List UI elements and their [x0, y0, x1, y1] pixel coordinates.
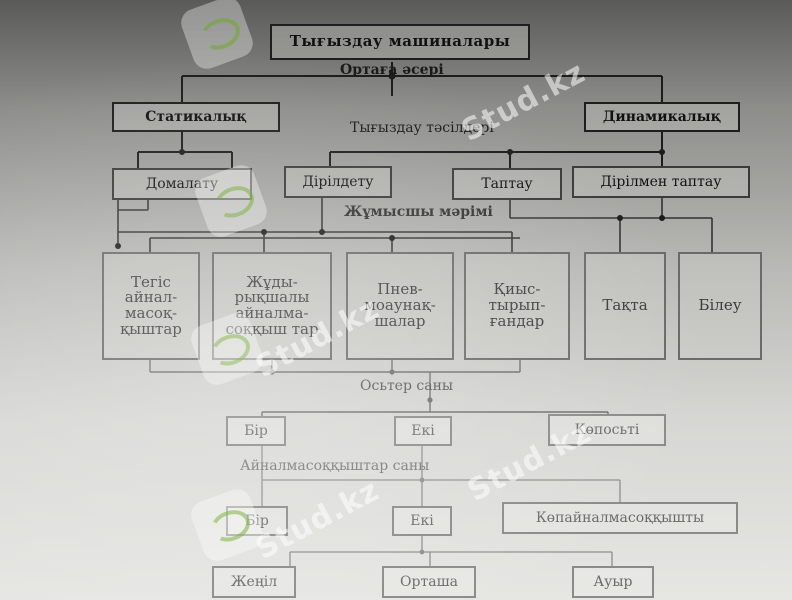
diagram-title: Тығыздау машиналары: [289, 32, 511, 51]
box-weight-medium-label: Орташа: [400, 573, 458, 590]
box-weight-heavy: Ауыр: [572, 566, 654, 598]
box-vibro-tamping: Дірілмен таптау: [572, 166, 750, 198]
label-medium-effect: Ортаға әсері: [340, 62, 444, 78]
box-pneumatic-rollers: Пнев-моаунақ-шалар: [346, 252, 454, 360]
box-smooth-rollers-label: Тегіс айнал-масоқ-қыштар: [120, 272, 182, 338]
box-grid-rollers: Қиыс-тырып-ғандар: [464, 252, 570, 360]
box-beam: Білеу: [678, 252, 762, 360]
box-weight-heavy-label: Ауыр: [593, 573, 633, 590]
box-static-label: Статикалық: [145, 108, 247, 125]
label-axle-count: Осьтер саны: [360, 378, 454, 394]
box-plate: Тақта: [584, 252, 666, 360]
box-dynamic-label: Динамикалық: [602, 108, 722, 125]
box-vibro-tamping-label: Дірілмен таптау: [600, 173, 722, 190]
label-roller-count: Айналмасоққыштар саны: [240, 458, 430, 474]
box-weight-light: Жеңіл: [212, 566, 296, 598]
box-tamping: Таптау: [452, 168, 562, 200]
box-vibrating-label: Дірілдету: [302, 173, 374, 190]
label-working-organ: Жұмысшы мәрімі: [344, 204, 493, 220]
box-grid-rollers-label: Қиыс-тырып-ғандар: [488, 280, 546, 330]
box-cam-rollers-label: Жұды-рықшалы айналма-соққыш тар: [225, 272, 319, 338]
box-roller-multi-label: Көпайналмасоққышты: [535, 509, 705, 526]
box-vibrating: Дірілдету: [284, 166, 392, 198]
box-axle-multi-label: Көпосьті: [574, 421, 640, 438]
label-compaction-methods: Тығыздау тәсілдері: [350, 120, 494, 136]
box-pneumatic-rollers-label: Пнев-моаунақ-шалар: [364, 280, 436, 330]
box-roller-two: Екі: [392, 506, 452, 536]
box-smooth-rollers: Тегіс айнал-масоқ-қыштар: [102, 252, 200, 360]
title-box: Тығыздау машиналары: [270, 24, 530, 60]
box-beam-label: Білеу: [698, 296, 742, 315]
box-weight-medium: Орташа: [382, 566, 476, 598]
box-axle-two-label: Екі: [411, 422, 435, 439]
box-axle-two: Екі: [394, 416, 452, 446]
box-static: Статикалық: [112, 102, 280, 132]
box-axle-one-label: Бір: [244, 422, 268, 439]
box-plate-label: Тақта: [602, 296, 648, 315]
box-axle-multi: Көпосьті: [548, 414, 666, 446]
box-roller-two-label: Екі: [410, 512, 434, 529]
box-roller-multi: Көпайналмасоққышты: [502, 502, 738, 534]
box-axle-one: Бір: [226, 416, 286, 446]
box-weight-light-label: Жеңіл: [230, 573, 278, 590]
box-cam-rollers: Жұды-рықшалы айналма-соққыш тар: [212, 252, 332, 360]
box-tamping-label: Таптау: [481, 175, 533, 192]
box-dynamic: Динамикалық: [584, 102, 740, 132]
